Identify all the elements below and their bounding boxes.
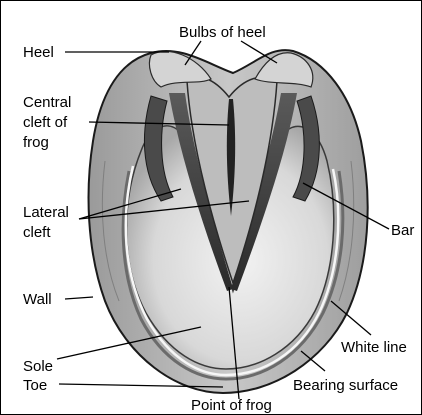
label-bar: Bar [391, 222, 414, 239]
label-sole: Sole [23, 358, 53, 375]
label-central-cleft-line2: cleft of [23, 114, 68, 131]
bulb-left [149, 51, 211, 87]
label-toe: Toe [23, 377, 47, 394]
label-central-cleft-line1: Central [23, 94, 71, 111]
label-central-cleft-line3: frog [23, 134, 49, 151]
label-wall: Wall [23, 291, 52, 308]
label-bulbs-of-heel: Bulbs of heel [179, 24, 266, 41]
label-bearing-surface: Bearing surface [293, 377, 398, 394]
label-lateral-cleft-line2: cleft [23, 224, 51, 241]
label-heel: Heel [23, 44, 54, 61]
label-point-of-frog: Point of frog [191, 397, 272, 414]
leader-wall [65, 297, 93, 299]
label-lateral-cleft-line1: Lateral [23, 204, 69, 221]
label-white-line: White line [341, 339, 407, 356]
